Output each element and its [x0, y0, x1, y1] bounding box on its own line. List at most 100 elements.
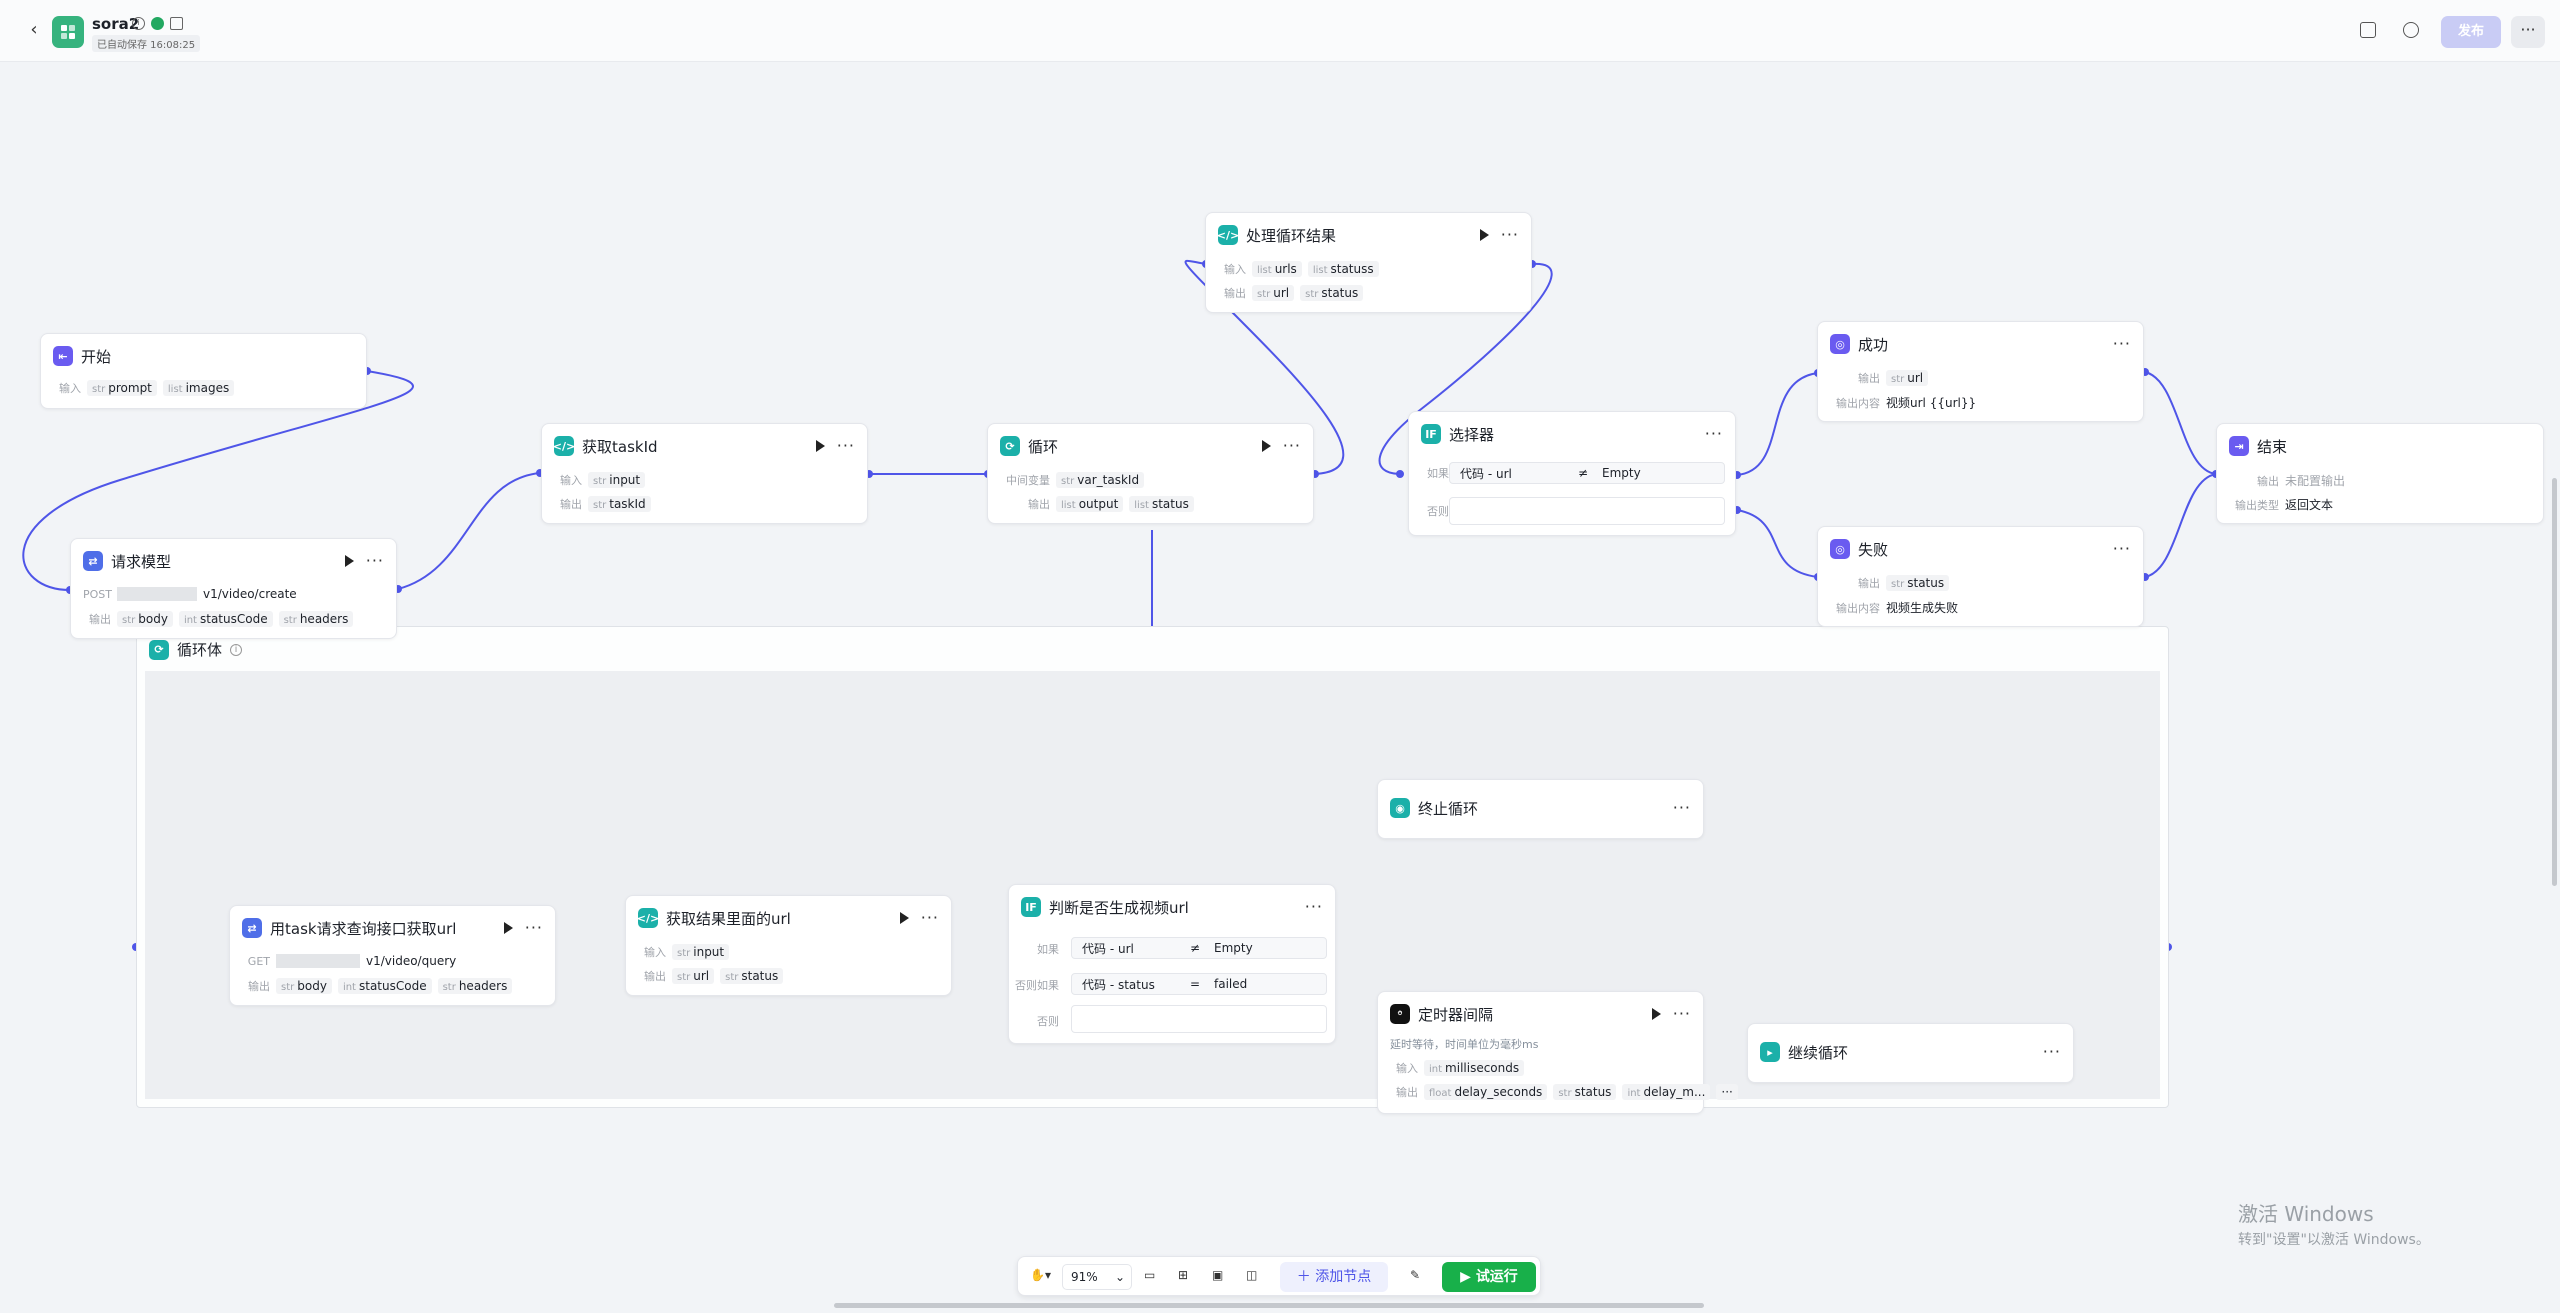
input-label: 输入	[560, 474, 582, 487]
redacted-host	[276, 954, 360, 968]
condition-row[interactable]: 代码 - status = failed	[1071, 973, 1327, 995]
timer-icon: ⏱	[1390, 1004, 1410, 1024]
node-title: 获取结果里面的url	[666, 909, 791, 928]
output-label: 输出	[644, 970, 666, 983]
node-stop-loop[interactable]: ◉终止循环 ···	[1377, 779, 1704, 839]
if-label: 如果	[1037, 943, 1059, 956]
node-title: 结束	[2257, 437, 2288, 456]
node-continue-loop[interactable]: ▸继续循环 ···	[1747, 1023, 2074, 1083]
else-slot[interactable]	[1449, 497, 1725, 525]
debug-icon[interactable]: ✎	[1410, 1268, 1421, 1282]
output-label: 输出	[1858, 372, 1880, 385]
pointer-mode-icon[interactable]: ✋▾	[1030, 1268, 1051, 1282]
input-label: 输入	[1224, 263, 1246, 276]
info-icon[interactable]: i	[230, 643, 243, 656]
info-icon[interactable]: i	[132, 17, 145, 30]
more-params-icon[interactable]: ···	[1716, 1084, 1738, 1100]
more-icon[interactable]: ···	[920, 908, 939, 927]
run-node-icon[interactable]	[899, 912, 909, 924]
node-query-url[interactable]: ⇄用task请求查询接口获取url ··· GET v1/video/query…	[229, 905, 556, 1006]
node-title: 处理循环结果	[1246, 226, 1337, 245]
test-run-button[interactable]: ▶ 试运行	[1442, 1262, 1536, 1292]
more-icon[interactable]: ···	[1672, 1004, 1691, 1023]
else-label: 否则	[1037, 1015, 1059, 1028]
more-icon[interactable]: ···	[836, 436, 855, 455]
layout-icon[interactable]: ⊞	[1178, 1268, 1189, 1282]
if-icon: IF	[1421, 424, 1441, 444]
condition-row[interactable]: 代码 - url ≠ Empty	[1071, 937, 1327, 959]
node-title: 开始	[81, 347, 112, 366]
edit-icon[interactable]	[170, 17, 183, 30]
output-type-label: 输出类型	[2235, 498, 2279, 512]
more-icon[interactable]: ···	[2112, 334, 2131, 353]
windows-watermark: 激活 Windows 转到"设置"以激活 Windows。	[2238, 1198, 2430, 1249]
copy-icon[interactable]	[2360, 22, 2376, 38]
node-title: 用task请求查询接口获取url	[270, 919, 457, 938]
zoom-value: 91%	[1071, 1270, 1098, 1284]
run-node-icon[interactable]	[1479, 229, 1489, 241]
run-node-icon[interactable]	[1651, 1008, 1661, 1020]
comment-icon[interactable]: ▭	[1144, 1268, 1156, 1282]
more-icon[interactable]: ···	[1282, 436, 1301, 455]
run-node-icon[interactable]	[503, 922, 513, 934]
else-slot[interactable]	[1071, 1005, 1327, 1033]
request-url: v1/video/query	[366, 954, 457, 968]
more-icon[interactable]: ···	[1672, 798, 1691, 817]
edge-selector-fail	[1736, 509, 1819, 578]
publish-button[interactable]: 发布	[2441, 16, 2501, 48]
more-icon[interactable]: ···	[1304, 897, 1323, 916]
zoom-select[interactable]: 91% ⌄	[1062, 1264, 1132, 1290]
more-icon[interactable]: ···	[524, 918, 543, 937]
node-title: 成功	[1858, 335, 1889, 354]
node-end[interactable]: ⇥结束 输出 未配置输出 输出类型 返回文本	[2216, 423, 2544, 524]
output-content: 视频生成失败	[1886, 601, 1959, 615]
more-icon[interactable]: ···	[2511, 16, 2545, 48]
more-icon[interactable]: ···	[365, 551, 384, 570]
output-label: 输出	[560, 498, 582, 511]
more-icon[interactable]: ···	[2042, 1042, 2061, 1061]
run-node-icon[interactable]	[344, 555, 354, 567]
edge-success-end	[2144, 371, 2217, 475]
add-node-button[interactable]: ＋ 添加节点	[1280, 1262, 1388, 1292]
output-label: 输出	[1858, 577, 1880, 590]
back-arrow-icon[interactable]: ‹	[30, 19, 38, 40]
output-label: 输出	[1396, 1086, 1418, 1099]
vertical-scrollbar[interactable]	[2552, 478, 2557, 886]
node-title: 继续循环	[1788, 1043, 1849, 1062]
code-icon: </>	[553, 436, 575, 456]
condition-row[interactable]: 代码 - url ≠ Empty	[1449, 462, 1725, 484]
watermark-line2: 转到"设置"以激活 Windows。	[2238, 1232, 2430, 1248]
run-node-icon[interactable]	[1261, 440, 1271, 452]
image-icon[interactable]: ▣	[1212, 1268, 1224, 1282]
more-icon[interactable]: ···	[2112, 539, 2131, 558]
more-icon[interactable]: ···	[1704, 424, 1723, 443]
output-label: 输出	[1224, 287, 1246, 300]
minimap-icon[interactable]: ◫	[1246, 1268, 1258, 1282]
edge-request-gettask	[397, 472, 541, 590]
history-icon[interactable]	[2403, 22, 2419, 38]
run-node-icon[interactable]	[815, 440, 825, 452]
more-icon[interactable]: ···	[1500, 225, 1519, 244]
horizontal-scrollbar[interactable]	[834, 1303, 1704, 1308]
